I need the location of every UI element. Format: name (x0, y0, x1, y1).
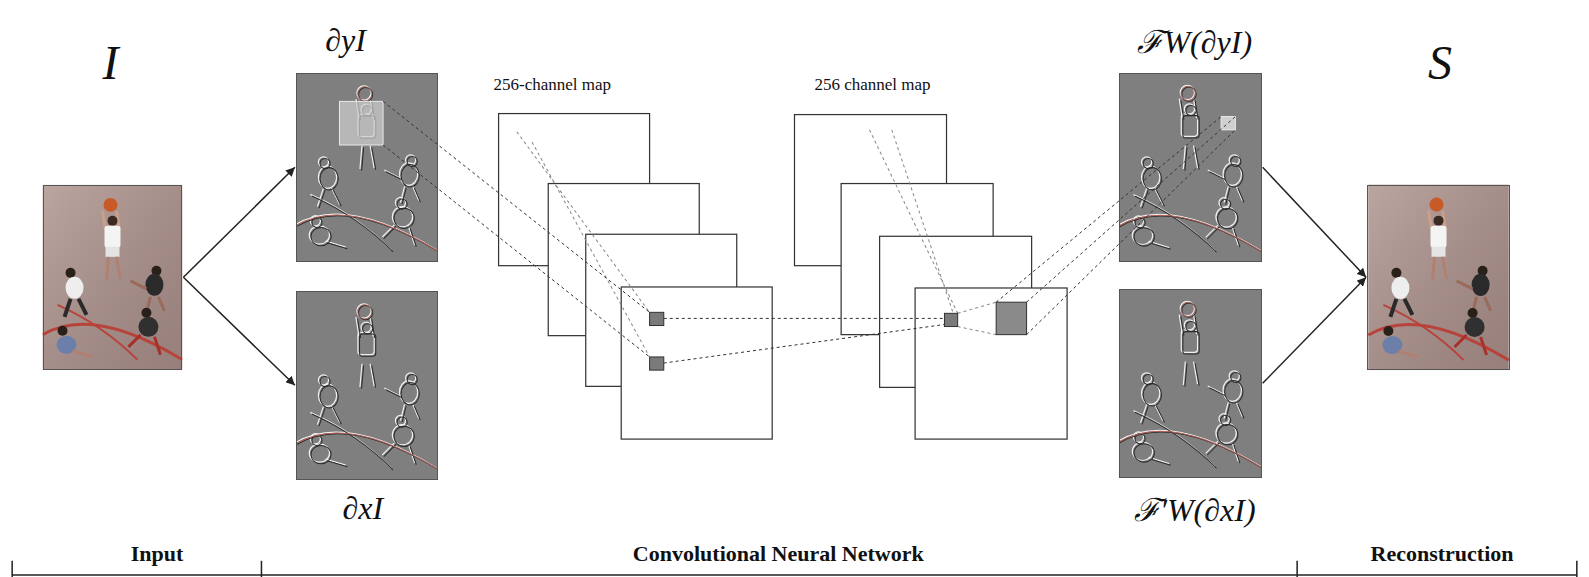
output-photo (1368, 185, 1508, 371)
feature-map-stack: 256-channel map (499, 114, 773, 440)
dotted-line (1027, 130, 1236, 335)
input-photo (43, 185, 183, 370)
arrow-line (1263, 277, 1366, 383)
arrow-connector (1263, 277, 1366, 383)
projection-connector (383, 101, 650, 357)
arrow-connector (183, 167, 295, 277)
node-label: 256-channel map (494, 75, 612, 95)
dotted-line (664, 324, 945, 363)
image-box: ∂xI (296, 291, 438, 480)
node-label: ∂xI (342, 490, 383, 527)
dotted-line (664, 318, 945, 319)
feature-cell (996, 302, 1026, 334)
arrow-line (183, 277, 295, 385)
node-label: ℱ′W(∂xI) (1134, 487, 1256, 530)
image-box: ℱW(∂yI) (1119, 73, 1262, 262)
section-label: Reconstruction (1367, 541, 1518, 567)
filtered-y-image (1118, 73, 1262, 262)
feature-map-stack: 256 channel map (795, 115, 1068, 439)
section-label: Input (127, 541, 188, 567)
patch (339, 101, 383, 145)
feature-map-stack (795, 115, 1068, 439)
projection-connector (996, 117, 1235, 335)
arrow-line (1263, 167, 1366, 277)
arrow-connector (1263, 167, 1366, 277)
node-label: ∂yI (325, 21, 366, 58)
filtered-x-image (1118, 289, 1262, 478)
feature-map-stack (499, 114, 773, 440)
arrow-connector (183, 277, 295, 385)
node-label: 256 channel map (814, 75, 930, 95)
dotted-line (383, 145, 650, 357)
dotted-line (383, 101, 650, 312)
feature-cell (650, 312, 664, 325)
dotted-line (996, 117, 1221, 303)
arrow-line (183, 167, 295, 277)
image-box: ∂yI (296, 73, 438, 262)
projection-connector (664, 318, 945, 363)
node-label: ℱW(∂yI) (1137, 18, 1252, 61)
node-label: I (102, 34, 118, 89)
image-box: ℱ′W(∂xI) (1119, 289, 1262, 478)
feature-cell (650, 357, 664, 370)
dotted-line (1027, 117, 1236, 303)
gradient-x-image (295, 292, 438, 480)
image-box: I (43, 185, 183, 371)
projection-lines (517, 130, 996, 357)
feature-cell (944, 313, 957, 326)
section-label: Convolutional Neural Network (629, 541, 928, 567)
image-box: S (1367, 185, 1510, 371)
node-label: S (1428, 34, 1452, 89)
gradient-y-image (295, 74, 438, 262)
